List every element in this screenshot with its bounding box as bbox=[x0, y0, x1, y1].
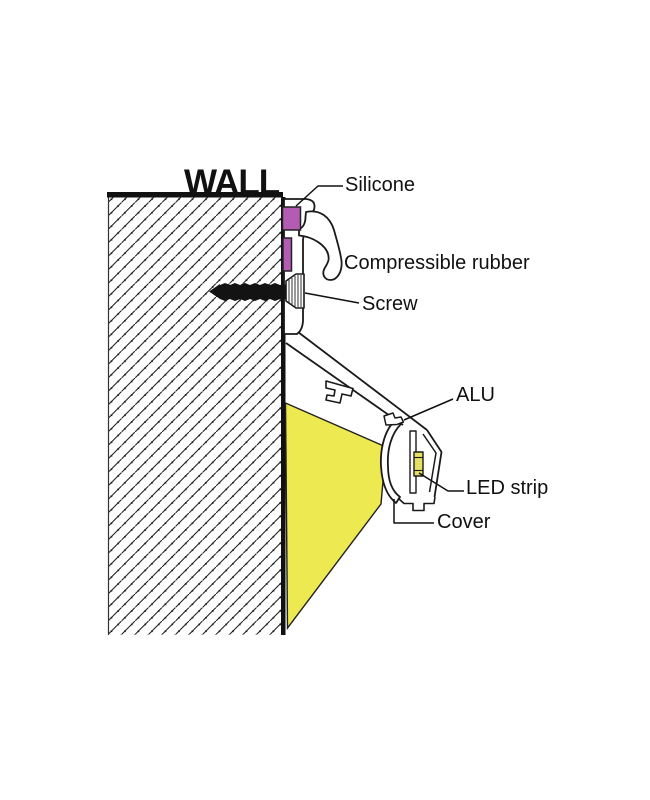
screw-head-hatching bbox=[288, 275, 302, 307]
leader-screw bbox=[304, 292, 360, 304]
wall-top-edge bbox=[107, 192, 283, 198]
light-beam bbox=[284, 401, 387, 631]
silicone-strip bbox=[282, 237, 293, 272]
cover-top-clip bbox=[383, 412, 405, 426]
alu-mounting-slot bbox=[325, 380, 354, 404]
leader-silicone bbox=[295, 185, 343, 207]
screw-drawing bbox=[209, 273, 305, 309]
leader-lines bbox=[295, 185, 464, 524]
alu-slope-inner-edge bbox=[285, 342, 404, 426]
led-strip-label: LED strip bbox=[466, 477, 549, 499]
led-module bbox=[380, 412, 436, 512]
silicone-block bbox=[281, 206, 302, 231]
cover-label: Cover bbox=[437, 511, 491, 533]
wall-hatch-area bbox=[108, 197, 284, 635]
screw-shaft-core bbox=[220, 286, 286, 298]
wall-face-line bbox=[281, 197, 286, 635]
leader-cover bbox=[393, 499, 434, 524]
alu-right-edge bbox=[426, 429, 443, 498]
wall-section bbox=[107, 192, 286, 635]
led-chip bbox=[413, 451, 424, 477]
screw-tip bbox=[209, 284, 220, 299]
cover-diffuser bbox=[380, 418, 402, 504]
wall-label: WALL bbox=[184, 163, 280, 202]
leader-alu bbox=[403, 398, 454, 421]
alu-slope-outer-edge bbox=[297, 331, 428, 431]
compressible-rubber-label: Compressible rubber bbox=[344, 252, 530, 274]
screw-label: Screw bbox=[362, 293, 418, 315]
leader-led-strip bbox=[418, 472, 464, 492]
compressible-rubber-gasket bbox=[298, 210, 343, 281]
alu-right-inner-edge bbox=[422, 433, 437, 493]
silicone-seals bbox=[281, 206, 302, 272]
alu-label: ALU bbox=[456, 384, 495, 406]
silicone-label: Silicone bbox=[345, 174, 416, 196]
cover-bottom-clip bbox=[397, 496, 436, 512]
